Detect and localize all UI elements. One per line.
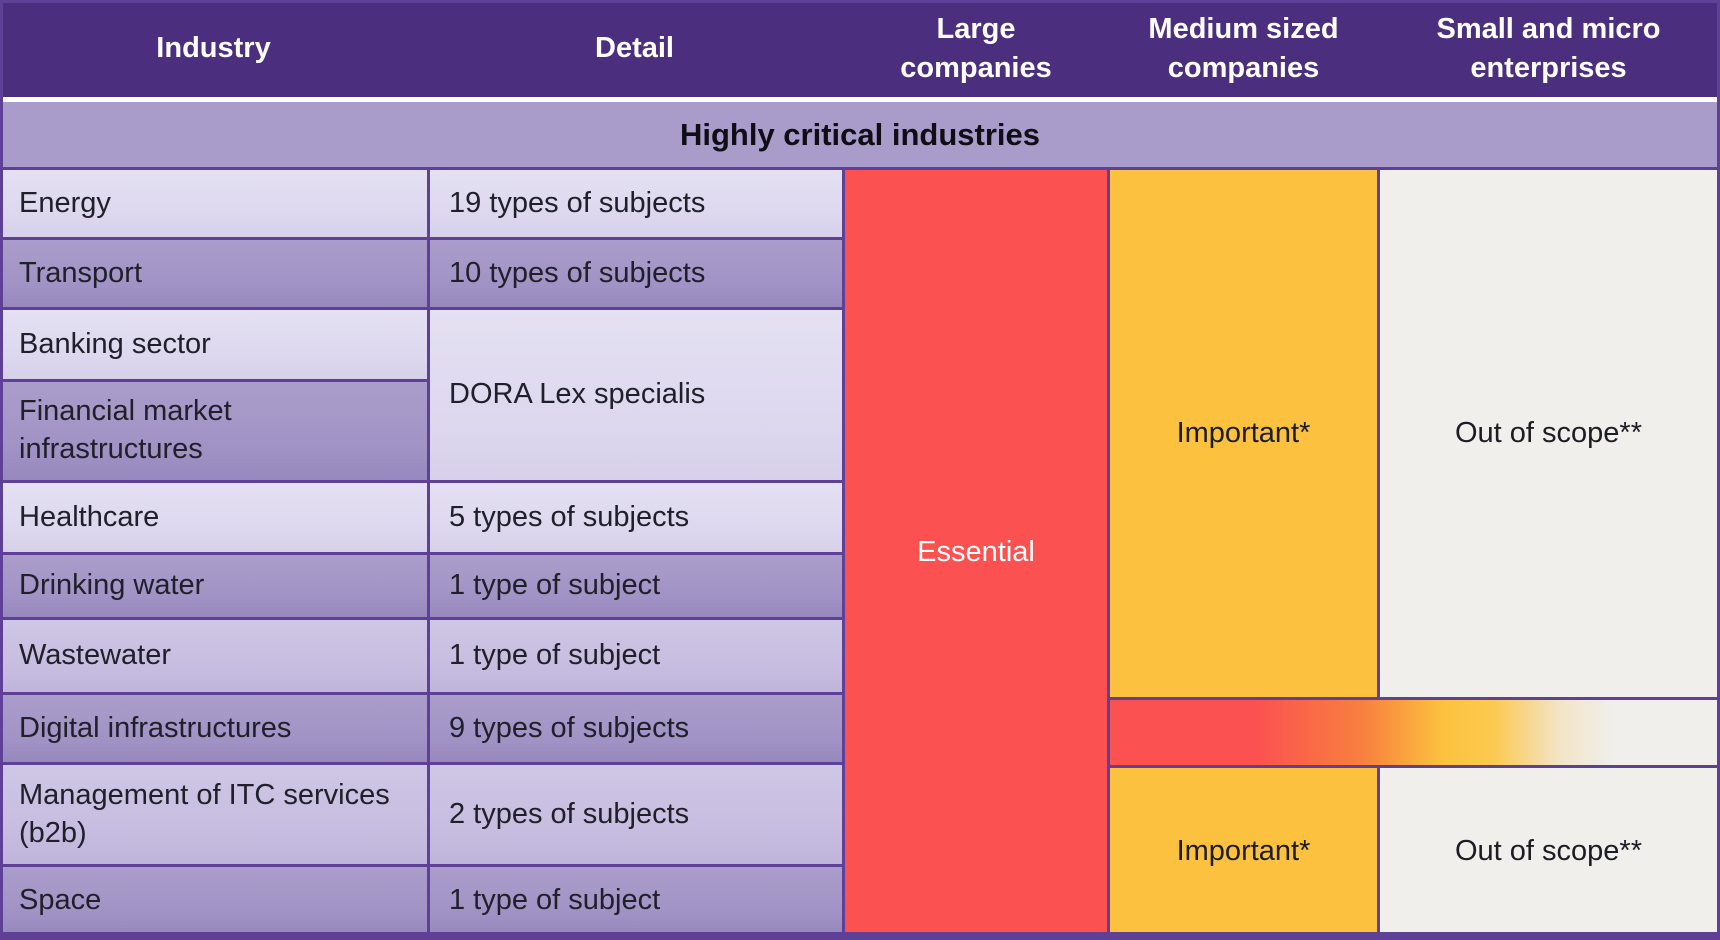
industry-cell-space: Space: [0, 867, 427, 934]
out-of-scope-label: Out of scope**: [1455, 834, 1642, 867]
column-header-industry: Industry: [0, 0, 427, 97]
important-block-lower: Important*: [1110, 768, 1377, 934]
important-label: Important*: [1176, 417, 1311, 449]
detail-cell-itc-management: 2 types of subjects: [430, 765, 842, 864]
industry-cell-drinking-water: Drinking water: [0, 555, 427, 617]
detail-cell-transport: 10 types of subjects: [430, 240, 842, 307]
header-separator: [0, 97, 1720, 102]
column-header-label: Small and micro enterprises: [1436, 13, 1661, 84]
essential-column: Essential: [842, 170, 1110, 934]
detail-cell-space: 1 type of subject: [430, 867, 842, 934]
industry-cell-financial-market: Financial market infrastructures: [0, 382, 427, 480]
industry-cell-digital-infrastructures: Digital infrastructures: [0, 695, 427, 762]
column-header-label: Industry: [156, 32, 271, 65]
section-title: Highly critical industries: [679, 116, 1041, 152]
industry-cell-transport: Transport: [0, 240, 427, 307]
detail-cell-drinking-water: 1 type of subject: [430, 555, 842, 617]
section-banner: Highly critical industries: [0, 102, 1720, 170]
detail-cell-energy: 19 types of subjects: [430, 170, 842, 237]
industry-detail-grid: Energy 19 types of subjects Transport 10…: [0, 170, 842, 934]
column-header-label: Medium sized companies: [1148, 13, 1339, 84]
essential-label: Essential: [917, 535, 1035, 568]
detail-cell-healthcare: 5 types of subjects: [430, 483, 842, 552]
industry-cell-itc-management: Management of ITC services (b2b): [0, 765, 427, 864]
industry-cell-healthcare: Healthcare: [0, 483, 427, 552]
out-of-scope-label: Out of scope**: [1455, 417, 1642, 449]
important-label: Important*: [1176, 834, 1311, 867]
out-of-scope-block-lower: Out of scope**: [1377, 768, 1717, 934]
industry-cell-banking: Banking sector: [0, 310, 427, 379]
column-header-detail: Detail: [427, 0, 842, 97]
industry-cell-wastewater: Wastewater: [0, 620, 427, 692]
gradient-band-digital-infrastructures: [1110, 697, 1717, 768]
important-block-upper: Important*: [1110, 170, 1377, 697]
out-of-scope-block-upper: Out of scope**: [1377, 170, 1717, 697]
column-header-large-companies: Large companies: [842, 0, 1110, 97]
detail-cell-digital-infrastructures: 9 types of subjects: [430, 695, 842, 762]
column-header-label: Detail: [595, 32, 674, 65]
column-header-label: Large companies: [900, 13, 1052, 84]
table-header: Industry Detail Large companies Medium s…: [0, 0, 1720, 97]
column-header-medium-companies: Medium sized companies: [1110, 0, 1377, 97]
industry-cell-energy: Energy: [0, 170, 427, 237]
detail-cell-dora: DORA Lex specialis: [430, 310, 842, 480]
detail-cell-wastewater: 1 type of subject: [430, 620, 842, 692]
column-header-small-enterprises: Small and micro enterprises: [1377, 0, 1720, 97]
